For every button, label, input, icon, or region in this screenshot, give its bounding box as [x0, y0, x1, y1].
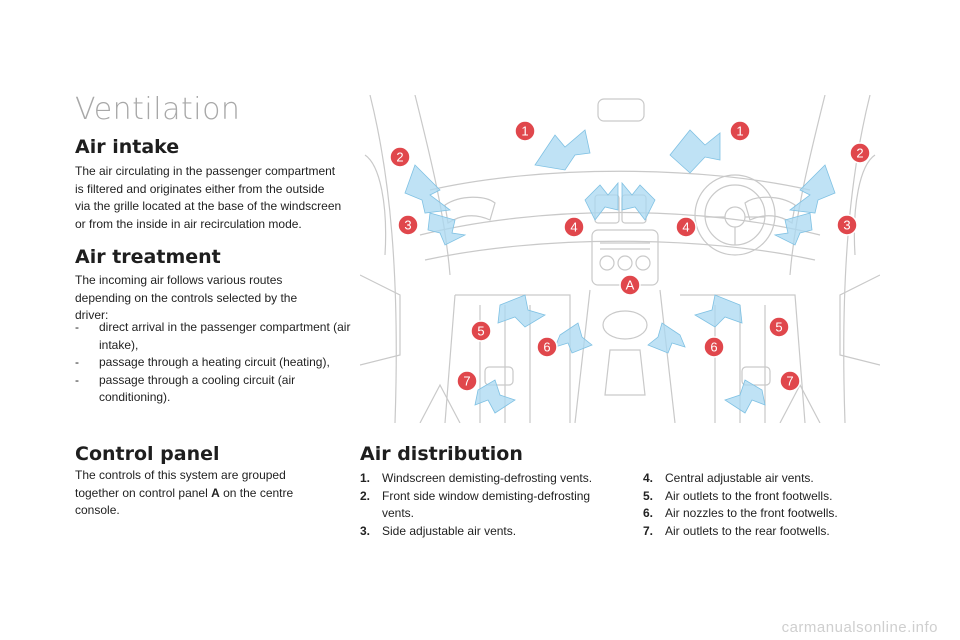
svg-text:1: 1 — [521, 124, 528, 139]
arrow-icon — [621, 181, 656, 221]
svg-text:3: 3 — [404, 218, 411, 233]
arrow-icon — [694, 294, 743, 328]
badge-1: 1 — [729, 120, 751, 142]
air-treatment-list: -direct arrival in the passenger compart… — [75, 319, 355, 407]
list-item: 6.Air nozzles to the front footwells. — [643, 506, 838, 520]
list-item: 4.Central adjustable air vents. — [643, 471, 814, 485]
arrow-icon — [427, 212, 467, 246]
list-item: 3.Side adjustable air vents. — [360, 523, 517, 538]
list-item: -passage through a cooling circuit (air … — [75, 372, 296, 405]
badge-6: 6 — [703, 336, 725, 358]
arrow-icon — [534, 129, 591, 171]
air-treatment-heading: Air treatment — [75, 246, 221, 268]
vent-number-badges: 1 1 2 2 3 3 4 4A 5 5 6 6 7 7 — [389, 120, 871, 392]
list-item: 5.Air outlets to the front footwells. — [643, 488, 833, 503]
arrow-icon — [773, 212, 813, 246]
air-treatment-intro: The incoming air follows various routes … — [75, 273, 298, 322]
air-intake-heading: Air intake — [75, 136, 180, 158]
svg-text:A: A — [626, 278, 635, 293]
svg-text:3: 3 — [843, 218, 850, 233]
badge-3: 3 — [397, 214, 419, 236]
watermark: carmanualsonline.info — [781, 619, 938, 636]
list-item: 2.Front side window demisting-defrosting… — [360, 488, 591, 521]
badge-5: 5 — [470, 320, 492, 342]
arrow-icon — [724, 379, 766, 414]
arrow-icon — [474, 379, 516, 414]
badge-3: 3 — [836, 214, 858, 236]
air-intake-body: The air circulating in the passenger com… — [75, 164, 342, 231]
svg-text:2: 2 — [396, 150, 403, 165]
arrow-icon — [788, 164, 836, 214]
control-panel-heading: Control panel — [75, 443, 220, 465]
badge-2: 2 — [389, 146, 411, 168]
car-interior-illustration: 1 1 2 2 3 3 4 4A 5 5 6 6 7 7 — [360, 95, 880, 423]
air-distribution-heading: Air distribution — [360, 443, 523, 465]
badge-5: 5 — [768, 316, 790, 338]
arrow-icon — [554, 322, 593, 354]
arrow-icon — [584, 181, 619, 221]
list-item: 1.Windscreen demisting-defrosting vents. — [360, 471, 593, 485]
badge-2: 2 — [849, 142, 871, 164]
svg-text:5: 5 — [477, 324, 484, 339]
arrow-icon — [404, 164, 452, 214]
svg-text:6: 6 — [543, 340, 550, 355]
airflow-arrows — [404, 129, 836, 414]
badge-4: 4 — [675, 216, 697, 238]
interior-line-art — [360, 95, 880, 423]
list-item: -direct arrival in the passenger compart… — [75, 320, 351, 352]
svg-text:2: 2 — [856, 146, 863, 161]
svg-text:5: 5 — [775, 320, 782, 335]
svg-text:7: 7 — [786, 374, 793, 389]
svg-text:1: 1 — [736, 124, 743, 139]
svg-text:6: 6 — [710, 340, 717, 355]
arrow-icon — [647, 322, 686, 354]
page-title: Ventilation — [75, 92, 241, 127]
svg-text:4: 4 — [570, 220, 577, 235]
list-item: -passage through a heating circuit (heat… — [75, 355, 330, 369]
arrow-icon — [497, 294, 546, 328]
svg-text:4: 4 — [682, 220, 689, 235]
control-panel-body: The controls of this system are grouped … — [75, 468, 294, 517]
air-distribution-list-left: 1.Windscreen demisting-defrosting vents.… — [360, 470, 610, 540]
badge-7: 7 — [779, 370, 801, 392]
air-distribution-list-right: 4.Central adjustable air vents. 5.Air ou… — [643, 470, 893, 540]
list-item: 7.Air outlets to the rear footwells. — [643, 523, 830, 538]
badge-1: 1 — [514, 120, 536, 142]
arrow-icon — [669, 129, 721, 174]
badge-A: A — [619, 274, 641, 296]
svg-text:7: 7 — [463, 374, 470, 389]
badge-4: 4 — [563, 216, 585, 238]
badge-7: 7 — [456, 370, 478, 392]
badge-6: 6 — [536, 336, 558, 358]
